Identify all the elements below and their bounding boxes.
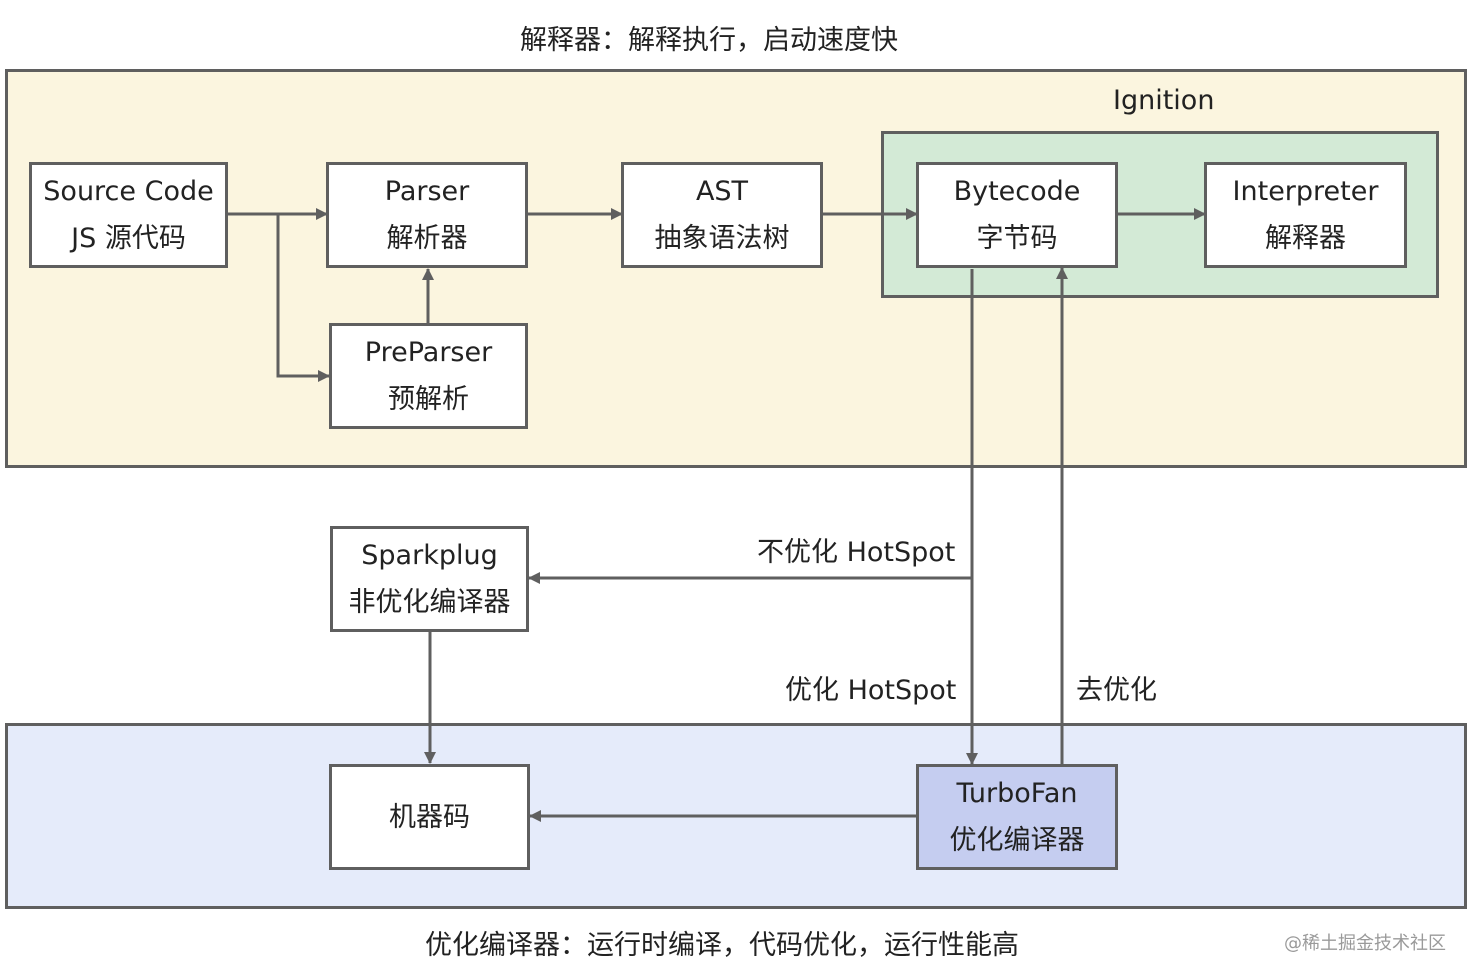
source-code-title: Source Code	[43, 176, 214, 207]
ast-node: AST 抽象语法树	[621, 162, 823, 268]
interpreter-caption: 解释器：解释执行，启动速度快	[520, 25, 898, 56]
ast-title: AST	[695, 176, 749, 207]
parser-node: Parser 解析器	[326, 162, 528, 268]
turbofan-subtitle: 优化编译器	[949, 825, 1085, 856]
bytecode-title: Bytecode	[953, 176, 1081, 207]
sparkplug-subtitle: 非优化编译器	[348, 587, 511, 618]
parser-subtitle: 解析器	[386, 223, 468, 254]
preparser-node: PreParser 预解析	[329, 323, 528, 429]
deoptimize-label: 去优化	[1076, 675, 1157, 706]
bytecode-node: Bytecode 字节码	[916, 162, 1118, 268]
sparkplug-node: Sparkplug 非优化编译器	[330, 526, 529, 632]
preparser-subtitle: 预解析	[388, 384, 469, 415]
non-optimized-hotspot-label: 不优化 HotSpot	[757, 537, 956, 568]
machine-code-title: 机器码	[389, 801, 470, 833]
source-code-subtitle: JS 源代码	[71, 223, 186, 254]
optimized-hotspot-label: 优化 HotSpot	[785, 675, 957, 706]
sparkplug-title: Sparkplug	[361, 540, 498, 571]
watermark: @稀土掘金技术社区	[1284, 933, 1446, 954]
turbofan-title: TurboFan	[956, 778, 1078, 809]
machine-code-node: 机器码	[329, 764, 530, 870]
parser-title: Parser	[384, 176, 470, 207]
source-code-node: Source Code JS 源代码	[29, 162, 228, 268]
interpreter-subtitle: 解释器	[1265, 223, 1346, 254]
edge-source-to-preparser	[276, 214, 330, 382]
turbofan-node: TurboFan 优化编译器	[916, 764, 1118, 870]
optimizer-caption: 优化编译器：运行时编译，代码优化，运行性能高	[425, 930, 1019, 961]
preparser-title: PreParser	[364, 337, 493, 368]
interpreter-title: Interpreter	[1232, 176, 1379, 207]
ast-subtitle: 抽象语法树	[654, 223, 790, 254]
bytecode-subtitle: 字节码	[976, 223, 1058, 254]
interpreter-node: Interpreter 解释器	[1204, 162, 1407, 268]
ignition-label: Ignition	[1113, 85, 1215, 116]
